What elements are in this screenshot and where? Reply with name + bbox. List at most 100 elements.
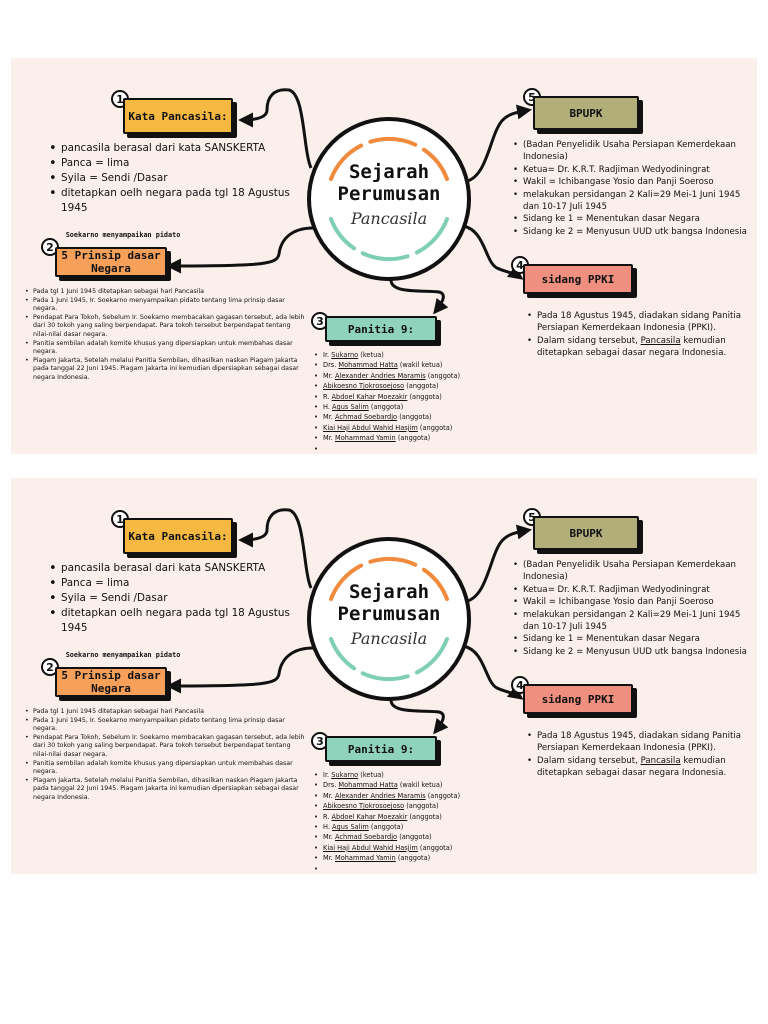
member-role: (anggota)	[404, 802, 439, 811]
member-role: (anggota)	[397, 413, 432, 422]
member-prefix: Drs.	[323, 781, 339, 790]
node4-title: sidang PPKI	[523, 264, 633, 294]
list-item: pancasila berasal dari kata SANSKERTA	[47, 141, 297, 156]
list-item: Sidang ke 1 = Menentukan dasar Negara	[511, 213, 751, 226]
member-prefix: Mr.	[323, 434, 335, 443]
member-role: (anggota)	[404, 382, 439, 391]
member-role: (ketua)	[358, 771, 384, 779]
link-to-node2	[166, 646, 314, 694]
node5-title: BPUPK	[533, 516, 639, 550]
text-part: kemudian ditetapkan sebagai dasar negara…	[537, 335, 727, 359]
text-part: Dalam sidang tersebut,	[537, 755, 641, 766]
center-node: Sejarah Perumusan Pancasila	[307, 537, 471, 701]
member-name: Abikoesno Tjokrosoejoso	[323, 382, 405, 391]
member-name: Kiai Haji Abdul Wahid Hasjim	[323, 423, 418, 432]
connector-lines	[166, 508, 532, 735]
node3-list: Ir. Sukarno (ketua) Drs. Mohammad Hatta …	[314, 350, 514, 454]
center-title-line2: Perumusan	[337, 603, 441, 625]
list-item: Pada 18 Agustus 1945, diadakan sidang Pa…	[525, 730, 755, 755]
list-item: (Badan Penyelidik Usaha Persiapan Kemerd…	[511, 559, 751, 584]
member-role: (wakil ketua)	[397, 361, 443, 370]
member-name: Abdoel Kahar Moezakir	[331, 392, 408, 401]
list-item: Panitia sembilan adalah komite khusus ya…	[25, 340, 305, 357]
ring-arc-top	[329, 136, 449, 181]
member-prefix: Mr.	[323, 371, 335, 380]
list-item: (Badan Penyelidik Usaha Persiapan Kemerd…	[511, 139, 751, 164]
ring-arc-top	[329, 556, 449, 601]
list-item: R. Abdoel Kahar Moezakir (anggota)	[314, 812, 514, 823]
node4-list: Pada 18 Agustus 1945, diadakan sidang Pa…	[525, 310, 755, 360]
list-item: Mr. Achmad Soebardjo (anggota)	[314, 832, 514, 843]
node5-title: BPUPK	[533, 96, 639, 130]
list-item: Abikoesno Tjokrosoejoso (anggota)	[314, 801, 514, 812]
list-item: Pendapat Para Tokoh, Sebelum Ir. Soekarn…	[25, 734, 305, 760]
member-name: Sukarno	[331, 771, 359, 779]
member-name: Alexander Andries Maramis	[335, 791, 426, 800]
member-prefix: R.	[323, 392, 332, 401]
member-role: (anggota)	[407, 812, 442, 821]
list-item: Mr. Mohammad Yamin (anggota)	[314, 853, 514, 864]
text-part: Dalam sidang tersebut,	[537, 335, 641, 346]
list-item: Pada 1 Juni 1945, Ir. Soekarno menyampai…	[25, 297, 305, 314]
underlined-term: Pancasila	[640, 335, 681, 346]
list-item: Ir. Sukarno (ketua)	[314, 770, 514, 781]
member-role: (wakil ketua)	[397, 781, 443, 790]
node2-list: Pada tgl 1 Juni 1945 ditetapkan sebagai …	[25, 708, 305, 803]
list-item: Kiai Haji Abdul Wahid Hasjim (anggota)	[314, 423, 514, 434]
node1-title: Kata Pancasila:	[123, 98, 233, 134]
center-subtitle: Pancasila	[350, 629, 428, 648]
member-prefix: Mr.	[323, 413, 335, 422]
list-item: Dalam sidang tersebut, Pancasila kemudia…	[525, 755, 755, 780]
member-role: (anggota)	[368, 403, 404, 412]
member-role: (anggota)	[395, 434, 431, 443]
list-item: R. Abdoel Kahar Moezakir (anggota)	[314, 392, 514, 403]
list-item: Mr. Achmad Soebardjo (anggota)	[314, 412, 514, 423]
member-role: (ketua)	[358, 351, 384, 359]
node5-list: (Badan Penyelidik Usaha Persiapan Kemerd…	[511, 559, 751, 659]
underlined-term: Pancasila	[640, 755, 681, 766]
list-item: Kiai Haji Abdul Wahid Hasjim (anggota)	[314, 843, 514, 854]
ring-arc-bottom	[329, 217, 449, 262]
list-item: Pada 1 Juni 1945, Ir. Soekarno menyampai…	[25, 717, 305, 734]
member-prefix: H.	[323, 823, 333, 832]
connector-lines	[166, 88, 532, 315]
link-to-node1	[238, 88, 313, 169]
member-name: Sukarno	[331, 351, 359, 359]
list-item: Pada tgl 1 Juni 1945 ditetapkan sebagai …	[25, 708, 305, 717]
member-name: Alexander Andries Maramis	[335, 371, 426, 380]
node3-title: Panitia 9:	[325, 736, 437, 762]
list-item: Ketua= Dr. K.R.T. Radjiman Wedyodiningra…	[511, 164, 751, 177]
link-to-node1	[238, 508, 313, 589]
mind-map-panel: Sejarah Perumusan Pancasila 1 Kata Panca…	[11, 478, 757, 874]
list-item: H. Agus Salim (anggota)	[314, 822, 514, 833]
member-name: Abdoel Kahar Moezakir	[331, 812, 408, 821]
node1-list: pancasila berasal dari kata SANSKERTA Pa…	[47, 561, 297, 636]
center-ring	[329, 556, 449, 682]
link-to-node3	[389, 279, 449, 315]
node2-caption: Soekarno menyampaikan pidato	[65, 651, 181, 659]
member-name: Mohammad Hatta	[338, 781, 398, 790]
member-role: (anggota)	[368, 823, 404, 832]
center-title-line1: Sejarah	[348, 161, 430, 183]
center-title-line2: Perumusan	[337, 183, 441, 205]
member-name: Achmad Soebardjo	[335, 413, 398, 422]
list-item: ditetapkan oelh negara pada tgl 18 Agust…	[47, 606, 297, 636]
member-prefix: Mr.	[323, 833, 335, 842]
list-item: melakukan persidangan 2 Kali=29 Mei-1 Ju…	[511, 609, 751, 634]
member-role: (anggota)	[395, 854, 431, 863]
link-to-node2	[166, 226, 314, 274]
list-item: Sidang ke 1 = Menentukan dasar Negara	[511, 633, 751, 646]
list-item: Sidang ke 2 = Menyusun UUD utk bangsa In…	[511, 226, 751, 239]
list-item: Abikoesno Tjokrosoejoso (anggota)	[314, 381, 514, 392]
list-item: Drs. Mohammad Hatta (wakil ketua)	[314, 360, 514, 371]
member-role: (anggota)	[407, 392, 442, 401]
member-role: (anggota)	[425, 371, 461, 380]
member-role: (anggota)	[417, 843, 453, 852]
ring-arc-bottom	[329, 637, 449, 682]
link-to-node3	[389, 699, 449, 735]
list-item: Mr. Alexander Andries Maramis (anggota)	[314, 791, 514, 802]
center-node: Sejarah Perumusan Pancasila	[307, 117, 471, 281]
member-name: Mohammad Yamin	[335, 854, 396, 863]
center-title-line1: Sejarah	[348, 581, 430, 603]
center-ring	[329, 136, 449, 262]
